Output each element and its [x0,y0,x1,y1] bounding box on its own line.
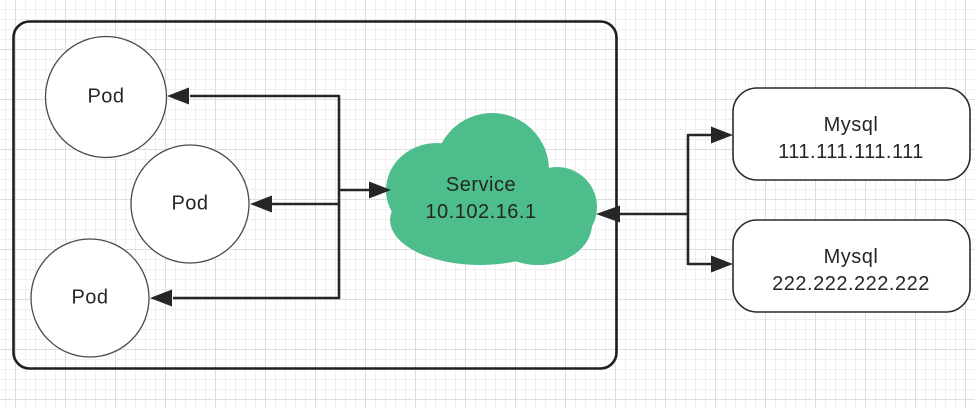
pod-2-circle[interactable] [130,144,250,264]
pod-3-circle[interactable] [30,238,150,358]
service-cloud[interactable] [386,113,597,265]
arrowhead-into-mysql1 [711,126,733,144]
edge-bus-databases-line [686,133,711,266]
arrowhead-into-pod1 [167,87,189,105]
arrowhead-into-service-left [369,181,391,199]
arrowhead-into-mysql2 [711,255,733,273]
edge-bus-pods-line [173,94,341,300]
service-name: Service [445,174,517,196]
cluster-boundary[interactable] [12,20,618,370]
pod-2-label[interactable]: Pod [171,192,209,215]
mysql-1-name: Mysql [823,114,879,136]
arrowhead-into-service-right [596,205,620,223]
mysql-1-ip: 111.111.111.111 [778,141,924,163]
service-label[interactable]: Service 10.102.16.1 [425,172,536,226]
service-cloud-part [484,183,592,265]
edge-group-pods-arrowheads[interactable] [150,87,391,307]
pod-1-circle[interactable] [44,35,168,159]
arrowhead-into-pod2 [250,195,272,213]
edge-group-databases-arrowheads[interactable] [596,126,733,273]
edge-group-pods[interactable] [173,94,370,300]
edge-group-databases[interactable] [620,133,711,266]
mysql-2-ip: 222.222.222.222 [772,273,930,295]
mysql-2-name: Mysql [823,246,879,268]
pod-3-label[interactable]: Pod [71,286,109,309]
mysql-1-box[interactable] [732,87,971,181]
mysql-1-label[interactable]: Mysql 111.111.111.111 [778,112,924,166]
mysql-2-label[interactable]: Mysql 222.222.222.222 [772,244,930,298]
arrowhead-into-pod3 [150,289,172,307]
pod-1-label[interactable]: Pod [87,85,125,108]
mysql-2-box[interactable] [732,219,971,313]
service-ip: 10.102.16.1 [425,201,537,223]
